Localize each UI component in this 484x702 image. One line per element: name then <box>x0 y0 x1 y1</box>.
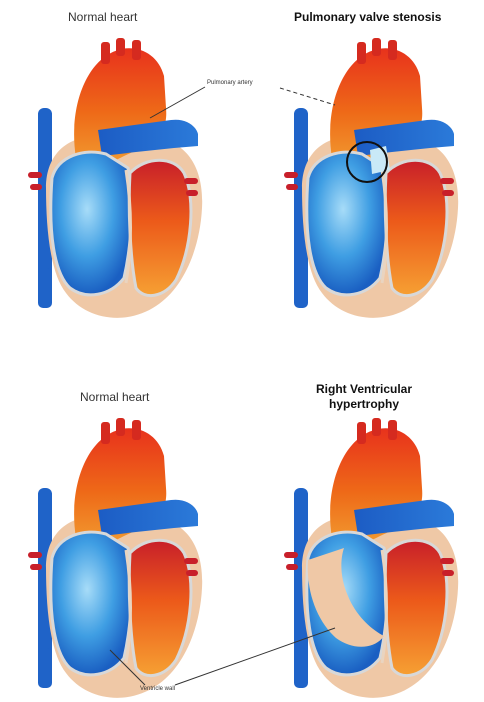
title-rvh-line2: hypertrophy <box>316 397 412 412</box>
title-normal-heart-bottom: Normal heart <box>80 390 149 404</box>
label-pulmonary-artery: Pulmonary artery <box>207 80 253 86</box>
label-ventricle-wall: Ventricle wall <box>140 686 175 692</box>
title-normal-heart-top: Normal heart <box>68 10 137 24</box>
title-pulmonary-valve-stenosis: Pulmonary valve stenosis <box>294 10 441 25</box>
hypertrophy-heart <box>284 418 458 698</box>
stenosis-heart <box>284 38 458 318</box>
normal-heart-top <box>28 38 202 318</box>
title-right-ventricular-hypertrophy: Right Ventricular hypertrophy <box>316 382 412 412</box>
normal-heart-bottom <box>28 418 202 698</box>
title-rvh-line1: Right Ventricular <box>316 382 412 397</box>
